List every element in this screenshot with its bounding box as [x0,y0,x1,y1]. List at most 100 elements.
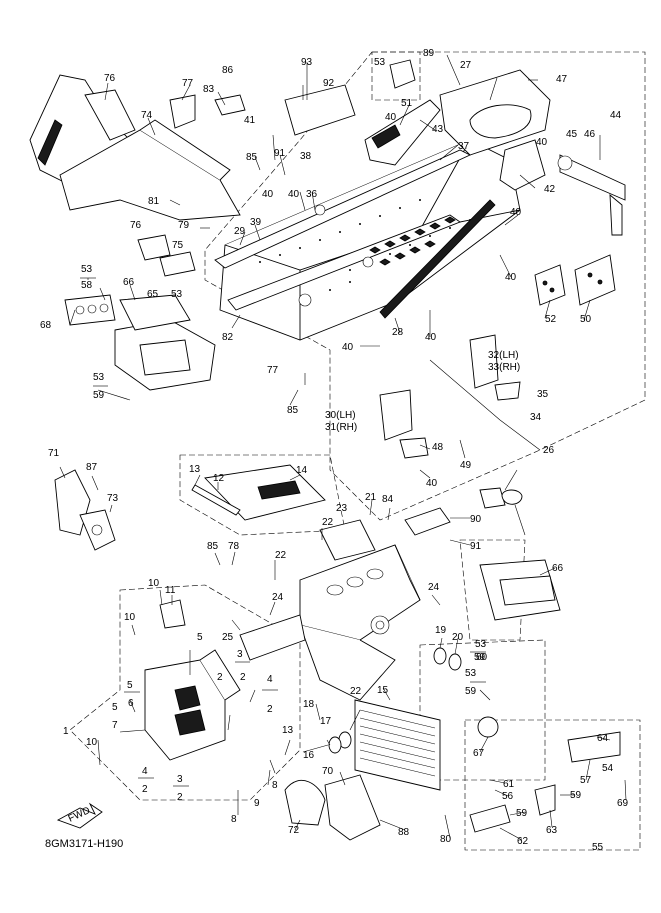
callout-label: 31(RH) [325,422,357,433]
callout-label: 70 [322,766,334,777]
callout-label: 89 [423,48,435,59]
callout-label: 92 [323,78,335,89]
part-47 [399,437,429,459]
callout-labels: 1 2 2 2 2 2 3 3 4 4 5 5 5 6 7 8 8 9 10 1… [40,48,629,853]
callout-label: 67 [473,748,485,759]
callout-label: 27 [460,60,472,71]
grate-50 [371,124,401,149]
callout-label: 69 [617,798,629,809]
callout-label: 20 [452,632,464,643]
callout-label: 8 [231,814,237,825]
cover-69 [284,779,326,826]
callout-label: 40 [262,189,274,200]
center-casting [299,544,421,701]
callout-label: 73 [107,493,119,504]
callout-label: 25 [222,632,234,643]
plate-14 [204,464,326,521]
callout-label: 77 [182,78,194,89]
frame-front-71 [59,119,241,221]
callout-label: 2 [142,784,148,795]
callout-label: 59 [570,790,582,801]
guard-64 [114,294,216,391]
bushing-19 [433,647,447,665]
callout-label: 41 [244,115,256,126]
callout-label: 40 [505,272,517,283]
callout-label: 59 [516,808,528,819]
bracket-49 [574,254,616,306]
callout-label: 35 [537,389,549,400]
callout-label: 50 [580,314,592,325]
callout-label: 79 [178,220,190,231]
callout-label: 44 [610,110,622,121]
callout-label: 74 [141,110,153,121]
callout-label: 53 [81,264,93,275]
callout-label: 54 [602,763,614,774]
callout-label: 9 [254,798,260,809]
callout-label: 88 [398,827,410,838]
rear-frame-27 [439,69,551,156]
callout-label: 53 [93,372,105,383]
bracket-52 [389,59,416,89]
callout-label: 40 [385,112,397,123]
callout-label: 3 [177,774,183,785]
callout-label: 47 [556,74,568,85]
callout-label: 82 [222,332,234,343]
callout-label: 83 [203,84,215,95]
callout-label: 13 [282,725,294,736]
bracket-30 [379,389,413,441]
callout-label: 51 [401,98,413,109]
leader-lines [59,54,627,841]
callout-label: 53 [374,57,386,68]
callout-label: 21 [365,492,377,503]
callout-label: 84 [382,494,394,505]
callout-label: 77 [267,365,279,376]
callout-label: 3 [237,649,243,660]
callout-label: 18 [303,699,315,710]
plate-57 [469,804,511,833]
callout-label: 6 [128,698,134,709]
callout-label: 29 [234,226,246,237]
callout-label: 46 [584,129,596,140]
callout-label: 61 [503,779,515,790]
callout-label: 22 [322,517,334,528]
fwd-arrow-icon: FWD [56,802,103,829]
reference-code: 8GM3171-H190 [45,838,124,850]
callout-label: 39 [250,217,262,228]
plate-92 [479,487,506,509]
callout-label: 5 [112,702,118,713]
callout-label: 33(RH) [488,362,520,373]
callout-label: 56 [502,791,514,802]
callout-label: 40 [288,189,300,200]
callout-label: 66 [552,563,564,574]
callout-label: 1 [63,726,69,737]
callout-label: 42 [544,184,556,195]
callout-label: 37 [458,141,470,152]
callout-label: 34 [530,412,542,423]
callout-label: 2 [217,672,223,683]
callout-label: 57 [580,775,592,786]
callout-label: 12 [213,473,225,484]
callout-label: 19 [435,625,447,636]
main-frame-tunnel [214,139,521,341]
callout-label: 72 [288,825,300,836]
callout-label: 49 [460,460,472,471]
callout-label: 76 [104,73,116,84]
callout-label: 63 [546,825,558,836]
bracket-11 [159,599,186,629]
bracket-75 [169,94,196,129]
callout-label: 60 [476,652,488,663]
callout-label: 75 [172,240,184,251]
pad-74 [137,234,171,261]
callout-label: 86 [222,65,234,76]
callout-label: 14 [296,465,308,476]
bracket-80 [214,94,246,116]
callout-label: 15 [377,685,389,696]
callout-label: 22 [275,550,287,561]
callout-label: 40 [342,342,354,353]
callout-label: 30(LH) [325,410,356,421]
callout-label: 85 [287,405,299,416]
callout-label: 65 [147,289,159,300]
callout-label: 66 [123,277,135,288]
callout-label: 10 [86,737,98,748]
plate-25 [239,614,306,661]
